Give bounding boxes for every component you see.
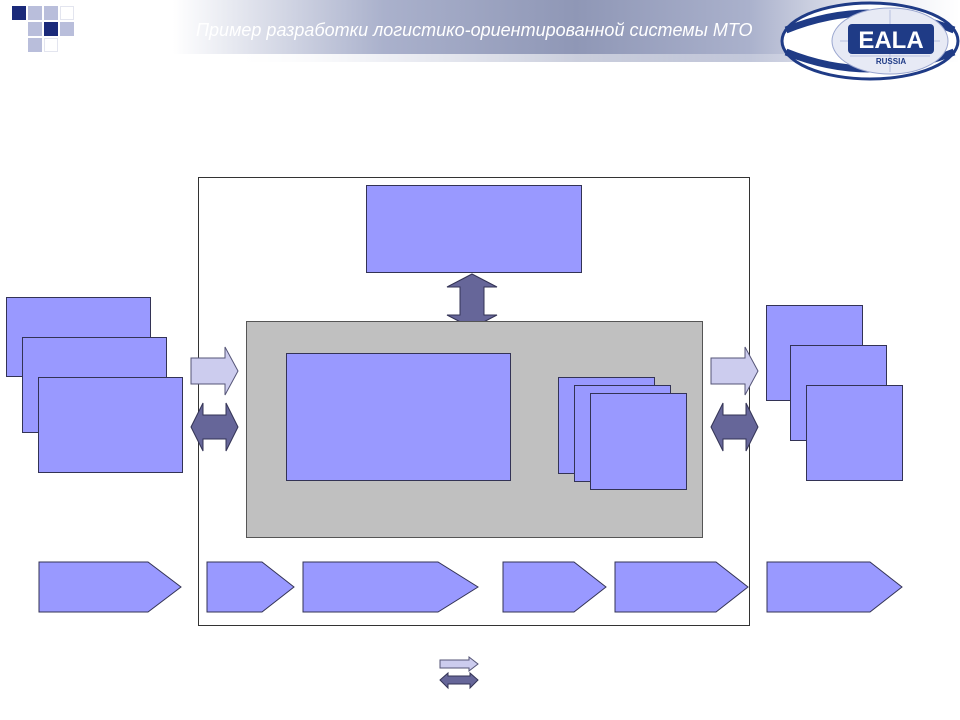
- central-box: [286, 353, 511, 481]
- stacked-box-3: [590, 393, 687, 490]
- header-square-navy: [44, 22, 58, 36]
- logo-subtext: RUSSIA: [876, 57, 906, 66]
- process-step-5: [614, 561, 749, 613]
- header-square-light: [60, 22, 74, 36]
- process-step-2: [206, 561, 295, 613]
- eala-logo: EALA RUSSIA: [780, 1, 960, 81]
- header-square-light: [28, 22, 42, 36]
- left-box-3: [38, 377, 183, 473]
- header-title: Пример разработки логистико-ориентирован…: [196, 20, 753, 40]
- legend-flow-arrow-icon: [439, 655, 479, 673]
- header-square-light: [44, 6, 58, 20]
- header-square-navy: [12, 6, 26, 20]
- right-box-3: [806, 385, 903, 481]
- left-flow-arrow-icon: [190, 346, 239, 396]
- left-exchange-arrow-icon: [190, 402, 239, 452]
- process-step-4: [502, 561, 607, 613]
- header-square-light: [28, 38, 42, 52]
- header-square-white: [60, 6, 74, 20]
- header-square-light: [28, 6, 42, 20]
- legend-exchange-arrow-icon: [439, 671, 479, 690]
- right-exchange-arrow-icon: [710, 402, 759, 452]
- right-flow-arrow-icon: [710, 346, 759, 396]
- header-square-white: [44, 38, 58, 52]
- process-step-6: [766, 561, 903, 613]
- process-step-3: [302, 561, 479, 613]
- top-box: [366, 185, 582, 273]
- process-step-1: [38, 561, 182, 613]
- logo-text: EALA: [858, 27, 923, 54]
